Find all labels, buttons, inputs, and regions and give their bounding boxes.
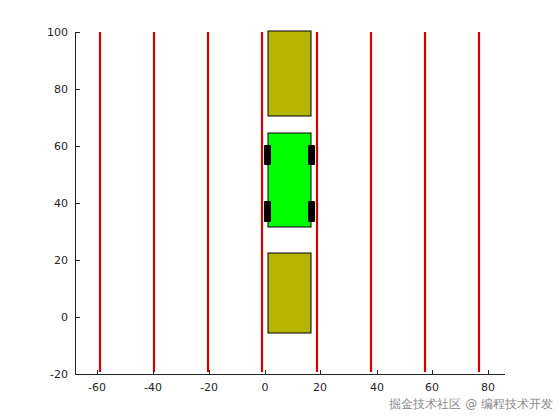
tick-label: 0 bbox=[61, 311, 68, 324]
watermark: 掘金技术社区 @ 编程技术开发 bbox=[389, 397, 553, 411]
tick-label: 80 bbox=[54, 83, 68, 96]
tick-label: 60 bbox=[54, 140, 68, 153]
tick-label: -60 bbox=[88, 381, 106, 394]
tick-label: 40 bbox=[54, 197, 68, 210]
lane-lines bbox=[100, 32, 479, 372]
tick-label: 100 bbox=[47, 26, 68, 39]
tick-label: 0 bbox=[262, 381, 269, 394]
axes bbox=[75, 32, 505, 375]
ego-car bbox=[268, 133, 311, 227]
tick-label: -40 bbox=[144, 381, 162, 394]
wheels bbox=[264, 145, 315, 222]
tick-label: -20 bbox=[50, 368, 68, 381]
tick-label: -20 bbox=[200, 381, 218, 394]
obstacle-car bbox=[268, 253, 311, 333]
tick-label: 80 bbox=[481, 381, 495, 394]
tick-label: 60 bbox=[425, 381, 439, 394]
tick-label: 40 bbox=[370, 381, 384, 394]
tick-label: 20 bbox=[54, 254, 68, 267]
obstacle-car bbox=[268, 31, 311, 116]
tick-label: 20 bbox=[313, 381, 327, 394]
